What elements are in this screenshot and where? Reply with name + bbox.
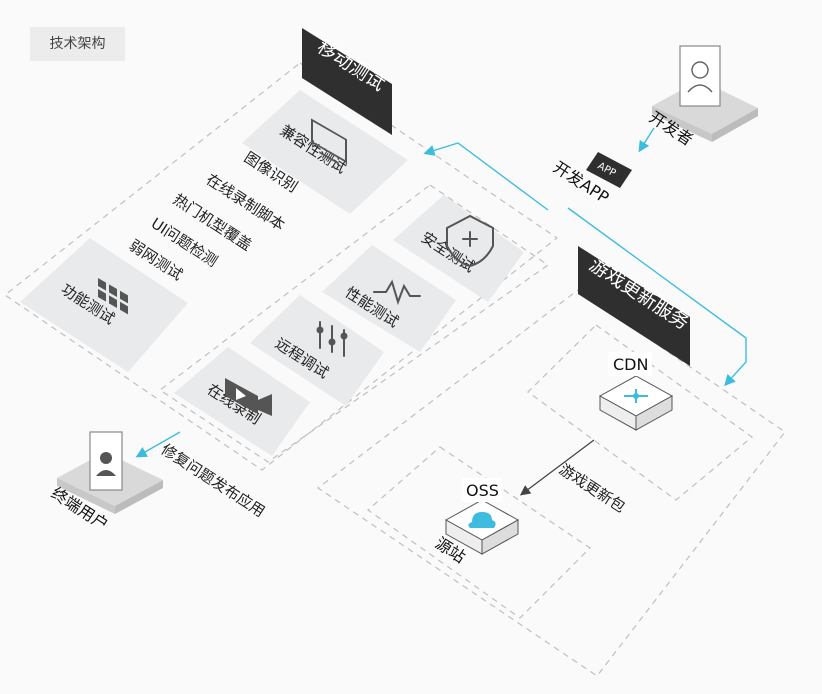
performance-card — [322, 245, 456, 352]
developer-device-icon — [679, 45, 721, 107]
architecture-tag: 技术架构 — [30, 27, 125, 61]
to-end-user-arrow — [135, 431, 181, 458]
cloud-icon — [468, 512, 496, 528]
cdn-label-bg — [608, 352, 652, 376]
cdn-label: CDN — [613, 355, 648, 374]
function-test-card — [20, 238, 188, 372]
cdn-node — [598, 375, 674, 431]
app-to-mobile-test-arrow — [423, 142, 549, 211]
cdn-to-oss-arrow — [519, 439, 595, 496]
app-icon: APP — [586, 152, 632, 188]
oss-label: OSS — [466, 481, 499, 500]
person-icon — [100, 452, 112, 464]
app-to-game-update-arrow — [567, 207, 747, 387]
game-update-title-panel — [578, 246, 690, 366]
game-update-zone — [316, 289, 786, 677]
network-icon — [624, 389, 648, 403]
remote-debug-card — [250, 295, 384, 406]
grid-icon — [98, 278, 128, 315]
video-icon — [225, 378, 272, 416]
shield-icon — [446, 214, 494, 268]
monitor-icon — [311, 118, 347, 165]
mobile-test-inner-zone — [158, 184, 550, 463]
cdn-zone — [527, 324, 753, 501]
compatibility-card — [242, 90, 408, 214]
mobile-test-title-panel — [302, 28, 392, 135]
user-icon — [691, 61, 709, 79]
developer-to-app-arrow — [638, 127, 655, 153]
origin-zone — [367, 446, 591, 619]
oss-node — [444, 499, 520, 555]
developer-node — [652, 45, 758, 142]
game-update-package-label: 游戏更新包 — [556, 460, 629, 516]
pulse-icon — [373, 279, 421, 306]
security-card — [393, 195, 524, 302]
fix-and-release-label: 修复问题发布应用 — [158, 440, 268, 520]
end-user-node — [57, 431, 163, 514]
oss-label-bg — [462, 478, 502, 502]
mobile-test-zone — [3, 62, 559, 471]
sliders-icon — [316, 321, 348, 357]
